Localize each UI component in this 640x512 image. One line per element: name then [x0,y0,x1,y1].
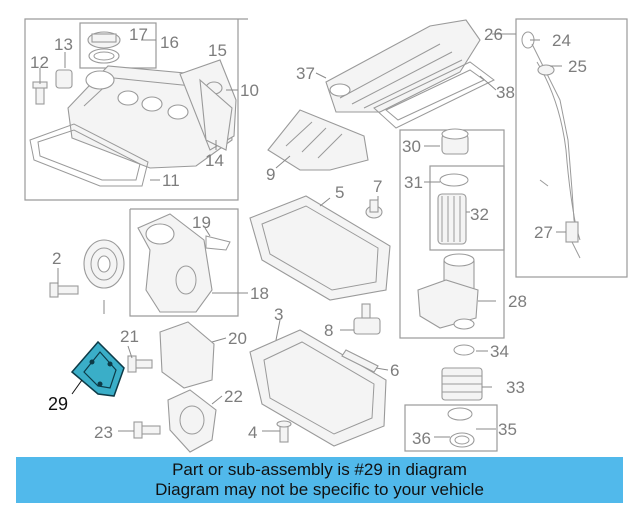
label-part-37: 37 [296,64,315,83]
label-part-6: 6 [390,361,399,380]
label-part-10: 10 [240,81,259,100]
label-part-23: 23 [94,423,113,442]
oil-cap-17 [87,31,121,49]
label-part-30: 30 [402,137,421,156]
cap-seal-16 [88,48,120,64]
label-part-16: 16 [160,33,179,52]
upper-oil-pan [249,195,391,301]
intake-manifold [325,19,481,113]
group-box-cooler-seals [404,404,498,452]
baffle-9 [267,109,369,171]
label-part-29: 29 [48,394,68,414]
oil-cooler-33 [441,367,483,401]
gasket-29-highlighted [70,340,125,397]
group-box-timing [129,208,239,317]
group-box-filter-element [429,165,505,251]
seals-35-36 [447,407,475,448]
label-part-3: 3 [274,305,283,324]
lower-oil-pan [249,329,387,447]
banner-line-2: Diagram may not be specific to your vehi… [155,480,484,499]
label-part-5: 5 [335,183,344,202]
label-part-26: 26 [484,25,503,44]
seal-19 [205,235,231,251]
leader-lines [39,33,566,438]
label-part-35: 35 [498,420,517,439]
pulley-1 [83,239,125,289]
parts-diagram: 13 12 17 16 15 10 14 11 37 38 26 24 25 9… [24,18,628,453]
label-part-33: 33 [506,378,525,397]
label-part-27: 27 [534,223,553,242]
label-part-19: 19 [192,213,211,232]
label-part-24: 24 [552,31,571,50]
bolt-2 [49,282,79,298]
sensor-8 [353,303,381,335]
label-part-28: 28 [508,292,527,311]
timing-cover-18 [137,213,213,313]
bolt-12 [32,81,48,105]
label-part-13: 13 [54,35,73,54]
label-part-31: 31 [404,173,423,192]
filter-element-32 [437,193,467,245]
o-ring-34 [453,344,475,356]
label-part-18: 18 [250,284,269,303]
valve-cover-gasket [29,123,149,187]
label-part-32: 32 [470,205,489,224]
label-part-12: 12 [30,53,49,72]
label-part-11: 11 [162,171,180,190]
label-part-21: 21 [120,327,139,346]
bolt-23 [133,421,161,439]
label-part-20: 20 [228,329,247,348]
dipstick [521,31,581,259]
label-part-7: 7 [373,177,382,196]
label-part-36: 36 [412,429,431,448]
banner-line-1: Part or sub-assembly is #29 in diagram [172,460,467,479]
bracket-6 [341,349,379,373]
cover-plate-20 [159,321,215,389]
label-part-17: 17 [129,25,148,44]
label-part-34: 34 [490,342,509,361]
info-banner: Part or sub-assembly is #29 in diagram D… [16,457,623,503]
label-part-14: 14 [205,151,224,170]
label-part-15: 15 [208,41,227,60]
label-part-2: 2 [52,249,61,268]
bolt-21 [127,355,153,373]
grommet-13 [55,69,73,89]
o-ring-31 [439,173,469,187]
label-part-38: 38 [496,83,515,102]
group-box-head-cover [24,18,248,201]
filter-cap-30 [441,128,469,155]
label-part-25: 25 [568,57,587,76]
bolt-7 [365,199,383,219]
drain-plug-4 [276,420,292,443]
shield-22 [167,389,217,453]
bracket-14 [199,78,233,151]
label-part-8: 8 [324,321,333,340]
label-part-22: 22 [224,387,243,406]
label-part-9: 9 [266,165,275,184]
filter-housing-28 [417,253,479,330]
group-box-dipstick [515,18,628,278]
label-part-4: 4 [248,423,257,442]
